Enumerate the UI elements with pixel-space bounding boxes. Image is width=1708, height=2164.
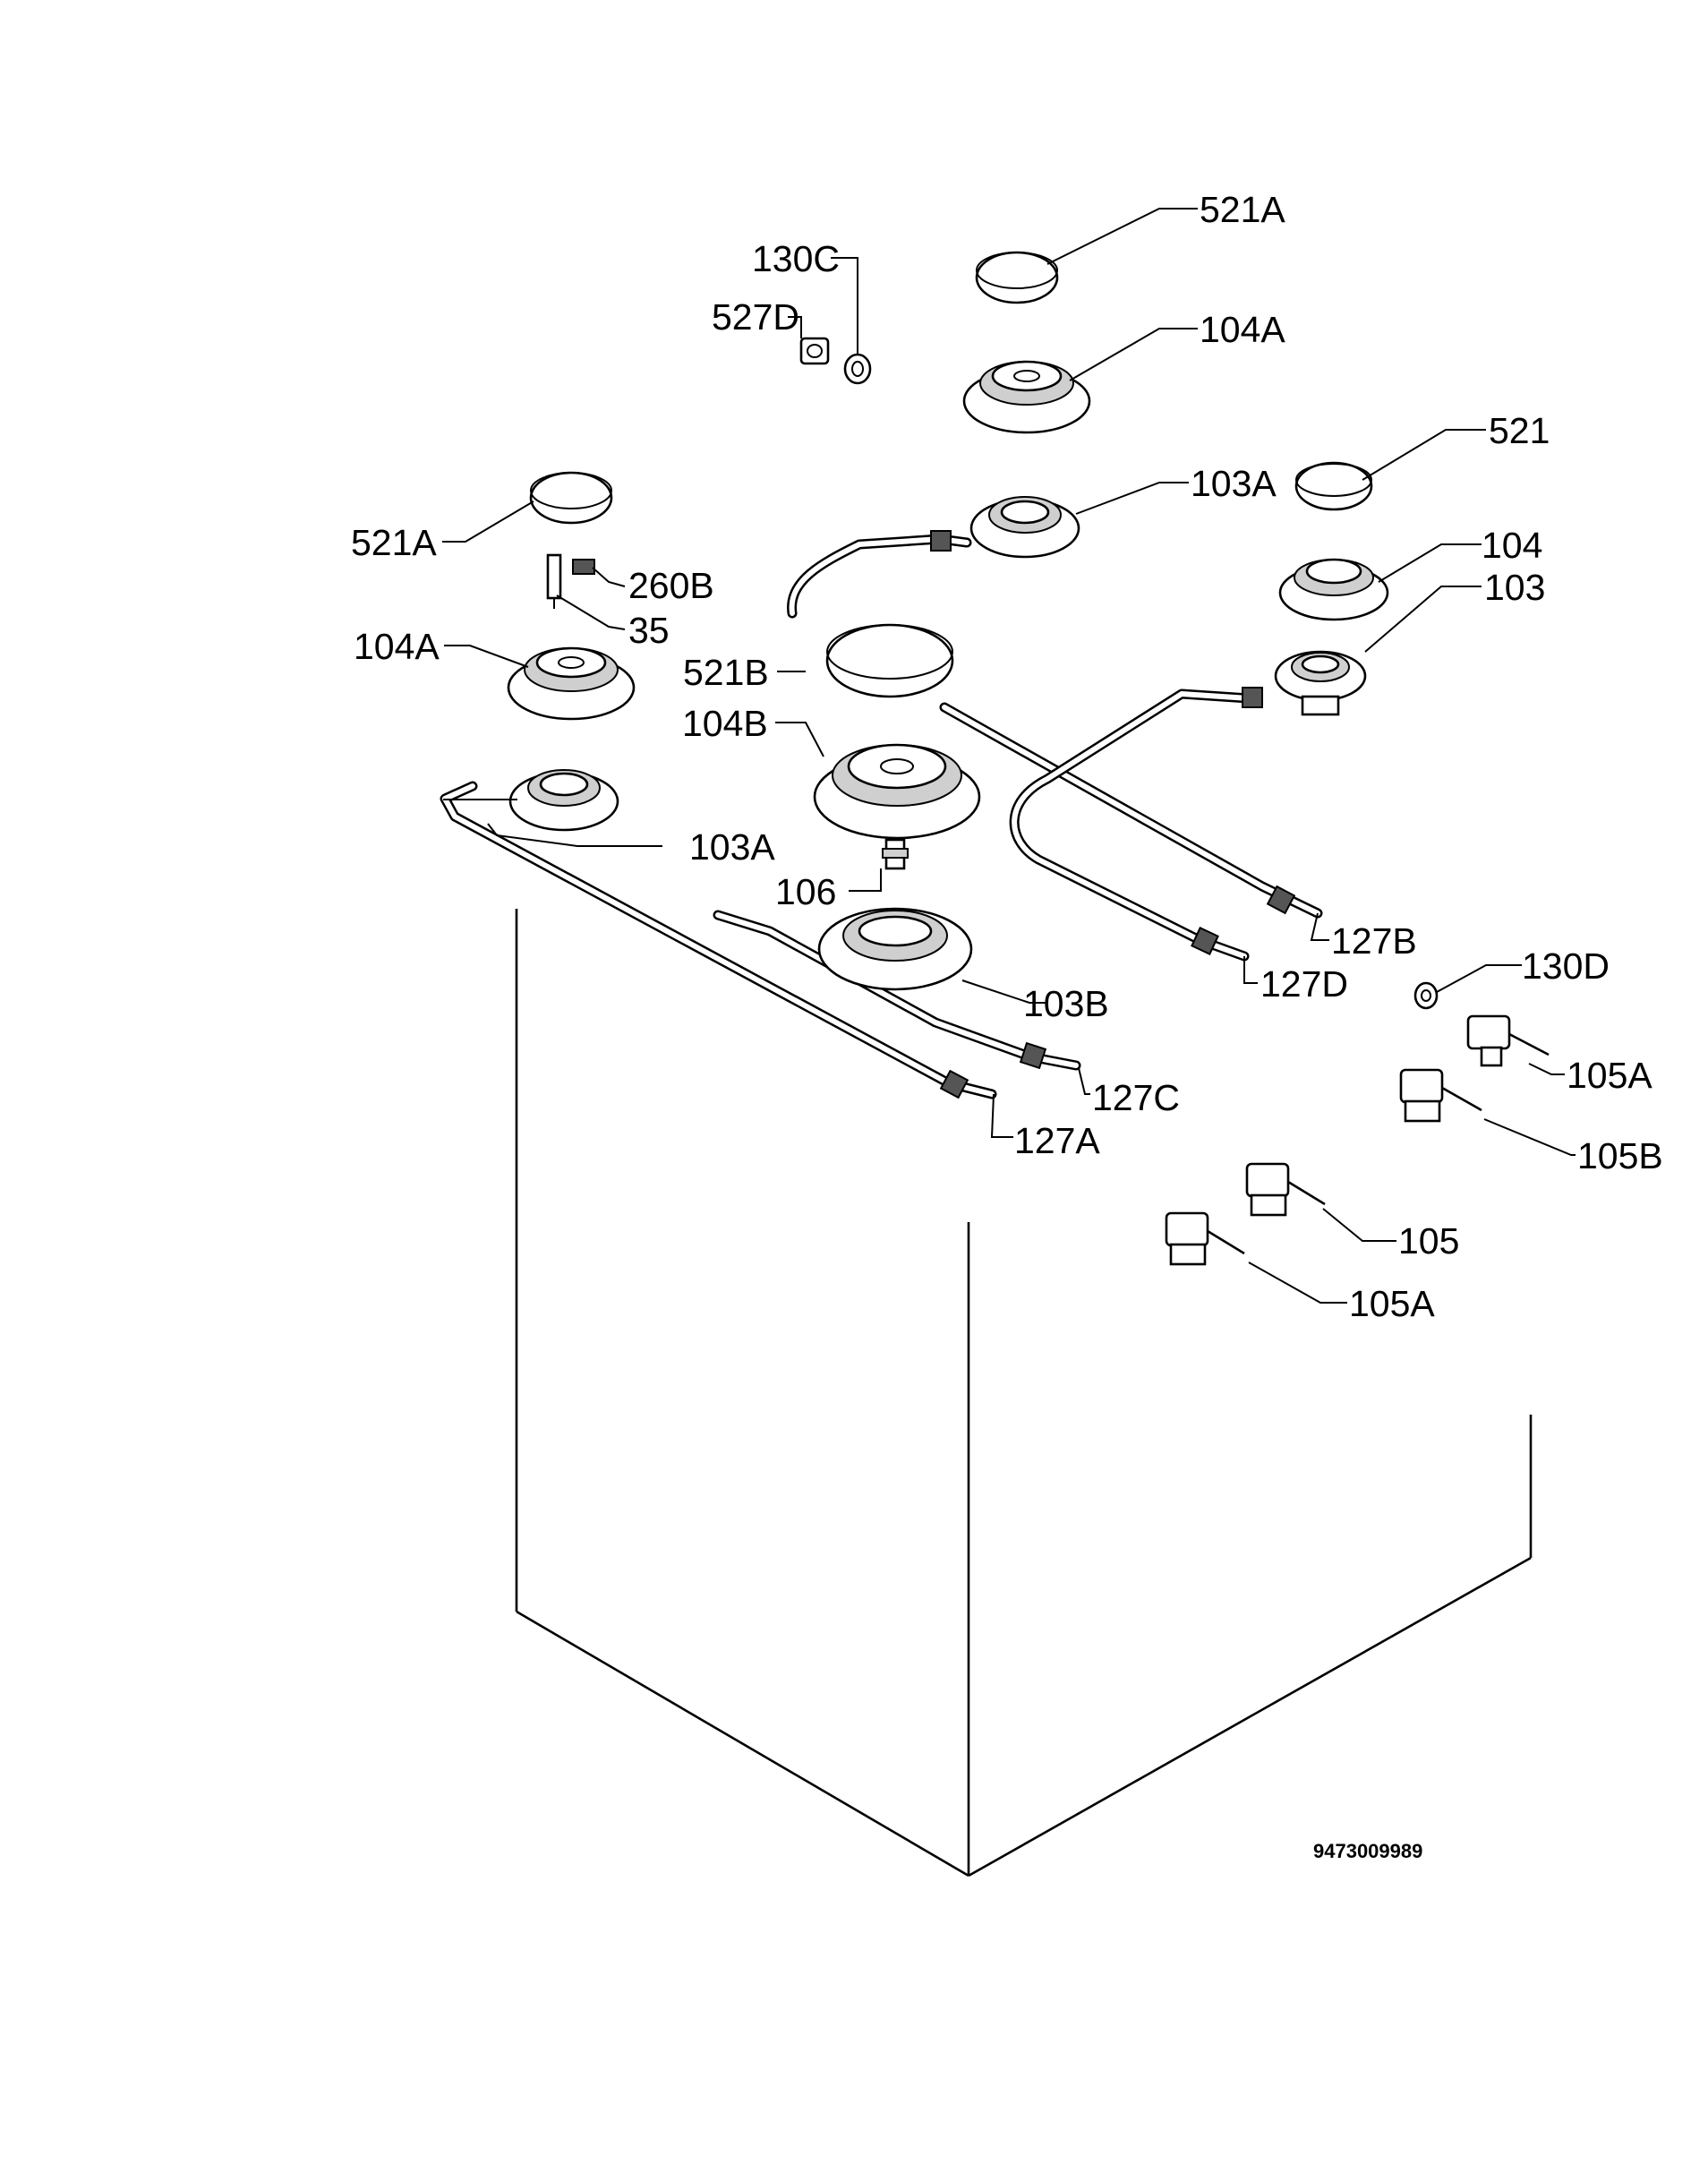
label-260b: 260B: [628, 565, 714, 606]
gas-pipe-127c: [713, 910, 1081, 1071]
leader-lines: [442, 208, 1576, 1304]
label-104a-left: 104A: [354, 626, 440, 667]
label-521a-top: 521A: [1200, 189, 1285, 230]
gas-tap-105: [1245, 1162, 1326, 1217]
nut-527d: [799, 337, 830, 365]
gas-pipe-127a: [440, 781, 997, 1099]
burner-cap-521b: [825, 623, 954, 698]
drawing-code: 9473009989: [1313, 1840, 1422, 1862]
burner-head-104b: [813, 743, 981, 840]
thermocouple-35: [546, 553, 562, 609]
gas-tap-105b: [1399, 1068, 1482, 1123]
label-127b: 127B: [1331, 920, 1417, 962]
label-521b: 521B: [683, 652, 769, 693]
nozzle-106: [882, 838, 909, 870]
burner-base-103a-left: [508, 769, 619, 832]
label-35: 35: [628, 610, 670, 651]
label-127a: 127A: [1014, 1120, 1100, 1161]
label-104b: 104B: [682, 703, 768, 744]
burner-head-104a-left: [507, 646, 636, 721]
label-105a-right: 105A: [1567, 1055, 1652, 1096]
label-130d: 130D: [1522, 945, 1610, 987]
label-521-right: 521: [1489, 410, 1550, 451]
part-labels: 521A 130C 527D 104A 521 103A 521A 260B 3…: [351, 189, 1663, 1324]
label-104-right: 104: [1482, 525, 1542, 566]
label-103-right: 103: [1484, 567, 1545, 608]
label-130c: 130C: [752, 238, 840, 279]
label-521a-left: 521A: [351, 522, 437, 563]
burner-base-103-right: [1274, 650, 1367, 716]
burner-head-104-right: [1278, 558, 1389, 621]
label-106: 106: [775, 871, 836, 912]
burner-base-103a-top: [969, 496, 1080, 559]
burner-cap-521a-left: [529, 471, 613, 525]
label-103a-left: 103A: [689, 826, 775, 868]
clip-260b: [572, 559, 595, 575]
burner-cap-521-right: [1294, 461, 1373, 511]
washer-130d: [1413, 981, 1439, 1010]
label-127c: 127C: [1092, 1077, 1180, 1118]
label-105b: 105B: [1577, 1135, 1663, 1176]
gas-pipe-127d: [1009, 687, 1263, 962]
label-127d: 127D: [1260, 963, 1348, 1005]
label-103a-top: 103A: [1191, 463, 1277, 504]
label-105a-bottom: 105A: [1349, 1283, 1435, 1324]
burner-head-104a-top: [962, 360, 1091, 434]
label-103b: 103B: [1023, 983, 1109, 1024]
label-527d: 527D: [712, 296, 799, 338]
gas-tap-105a-right: [1466, 1014, 1550, 1067]
burner-base-103b: [817, 907, 973, 991]
label-105: 105: [1398, 1220, 1459, 1262]
label-104a-top: 104A: [1200, 309, 1285, 350]
gas-pipe-127b: [939, 702, 1323, 919]
cabinet-body: [515, 909, 1533, 1877]
gas-tap-105a-bottom: [1165, 1211, 1245, 1266]
burner-cap-521a-top: [975, 251, 1059, 304]
gas-pipe-top: [787, 530, 972, 619]
washer-130c: [843, 353, 872, 385]
